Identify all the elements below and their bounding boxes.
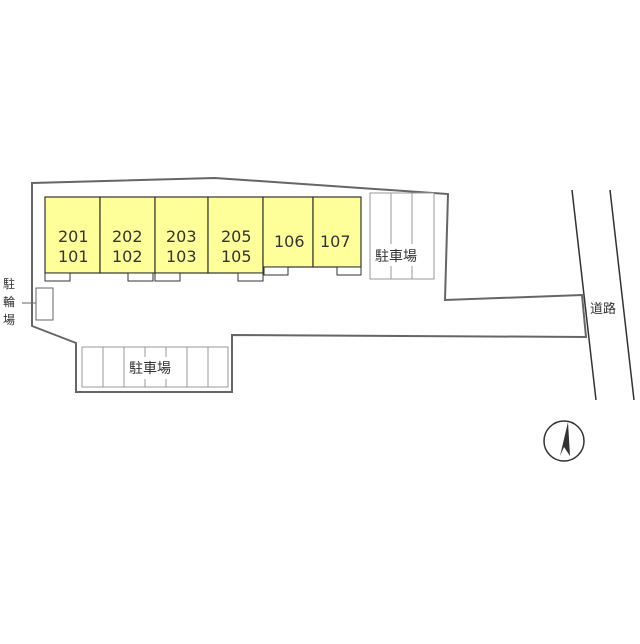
bicycle-label-char: 場 xyxy=(3,313,15,327)
unit-201-101[interactable]: 201 101 xyxy=(44,196,101,274)
unit-205-105[interactable]: 205 105 xyxy=(207,196,264,274)
parking-lot-right[interactable]: 駐車場 xyxy=(369,192,435,280)
unit-label-top: 205 xyxy=(221,227,252,246)
entrance-step xyxy=(237,272,264,282)
unit-label-top: 202 xyxy=(112,227,143,246)
unit-label: 107 xyxy=(320,232,351,251)
unit-label-bottom: 101 xyxy=(58,247,89,266)
unit-label-top: 201 xyxy=(58,227,89,246)
unit-label: 106 xyxy=(274,232,305,251)
entrance-step xyxy=(154,272,181,282)
parking-lot-bottom[interactable]: 駐車場 xyxy=(81,346,229,388)
unit-label-bottom: 105 xyxy=(221,247,252,266)
entrance-step xyxy=(127,272,154,282)
unit-label-top: 203 xyxy=(166,227,197,246)
unit-106[interactable]: 106 xyxy=(262,196,314,268)
unit-202-102[interactable]: 202 102 xyxy=(99,196,156,274)
unit-203-103[interactable]: 203 103 xyxy=(154,196,209,274)
road: 道路 xyxy=(571,189,635,401)
bicycle-label-char: 駐 xyxy=(3,276,15,291)
bicycle-label-char: 輪 xyxy=(3,294,15,309)
unit-label-bottom: 102 xyxy=(112,247,143,266)
parking-label: 駐車場 xyxy=(129,360,171,377)
unit-label-bottom: 103 xyxy=(166,247,197,266)
road-label: 道路 xyxy=(590,301,616,317)
bicycle-parking[interactable]: 駐 輪 場 xyxy=(3,276,54,327)
north-arrow-icon xyxy=(543,420,585,462)
unit-107[interactable]: 107 xyxy=(312,196,362,268)
entrance-step xyxy=(44,272,71,282)
entrance-step xyxy=(263,266,289,276)
apartment-building: 201 101 202 102 203 103 205 105 106 107 xyxy=(44,196,362,282)
parking-label: 駐車場 xyxy=(375,248,417,265)
entrance-step xyxy=(336,266,362,276)
